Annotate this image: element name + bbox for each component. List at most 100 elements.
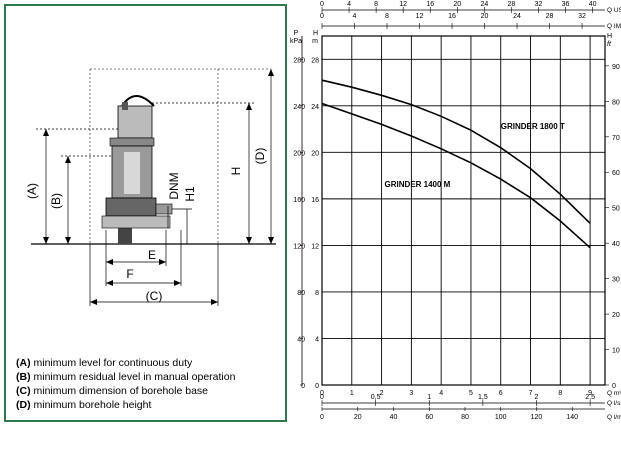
x-impgpm-tick-label: 12 (416, 13, 424, 20)
x-m3h-tick-label: 6 (499, 390, 503, 397)
y-ft-tick-label: 10 (612, 348, 620, 355)
x-usgpm-tick-label: 28 (508, 1, 516, 8)
legend-item-c: (C) minimum dimension of borehole base (16, 385, 209, 397)
y-kpa-tick-label: 0 (301, 383, 305, 390)
y-m-tick-label: 8 (315, 290, 319, 297)
plot-frame (321, 35, 606, 386)
x-ls-tick-label: 0 (320, 394, 324, 401)
dim-f-label: F (126, 267, 133, 281)
dim-c-label: (C) (146, 289, 163, 303)
y-ft-tick-label: 60 (612, 170, 620, 177)
chart-axes (301, 9, 606, 410)
x-usgpm-tick-label: 4 (347, 1, 351, 8)
y-kpa-unit: kPa (290, 38, 302, 45)
x-impgpm-tick-label: 16 (448, 13, 456, 20)
x-m3h-tick-label: 4 (439, 390, 443, 397)
x-impgpm-tick-label: 20 (481, 13, 489, 20)
y-ft-unit: ft (607, 41, 612, 48)
y-m-tick-label: 20 (311, 150, 319, 157)
x-lmin-unit: Q l/min (607, 414, 621, 421)
curve-0 (321, 79, 591, 224)
x-m3h-tick-label: 8 (558, 390, 562, 397)
x-usgpm-tick-label: 20 (453, 1, 461, 8)
x-lmin-tick-label: 120 (531, 414, 543, 421)
dim-d-label: (D) (253, 148, 267, 165)
x-m3h-tick-label: 1 (350, 390, 354, 397)
x-lmin-tick-label: 60 (425, 414, 433, 421)
y-ft-tick-label: 40 (612, 241, 620, 248)
curve-1 (321, 102, 591, 249)
y-kpa-tick-label: 280 (293, 57, 305, 64)
y-ft-tick-label: 90 (612, 64, 620, 71)
x-m3h-tick-label: 2 (380, 390, 384, 397)
chart-grid (321, 36, 605, 386)
x-usgpm-tick-label: 12 (399, 1, 407, 8)
x-usgpm-tick-label: 8 (374, 1, 378, 8)
y-m-tick-label: 0 (315, 383, 319, 390)
x-usgpm-tick-label: 32 (535, 1, 543, 8)
y-ft-tick-label: 80 (612, 99, 620, 106)
y-ft-symbol: H (607, 33, 612, 40)
x-impgpm-tick-label: 0 (320, 13, 324, 20)
x-lmin-tick-label: 0 (320, 414, 324, 421)
y-kpa-tick-label: 240 (293, 104, 305, 111)
x-m3h-tick-label: 3 (409, 390, 413, 397)
y-ft-tick-label: 50 (612, 206, 620, 213)
x-lmin-tick-label: 140 (566, 414, 578, 421)
y-kpa-tick-label: 200 (293, 150, 305, 157)
y-m-tick-label: 4 (315, 336, 319, 343)
x-usgpm-unit: Q US gpm (607, 7, 621, 14)
x-m3h-unit: Q m³/h (607, 390, 621, 397)
y-ft-tick-label: 70 (612, 135, 620, 142)
x-usgpm-tick-label: 16 (426, 1, 434, 8)
dim-e-label: E (148, 248, 156, 262)
dim-a-label: (A) (25, 183, 39, 199)
x-ls-unit: Q l/s (607, 400, 621, 407)
x-ls-tick-label: 2 (535, 394, 539, 401)
y-m-tick-label: 12 (311, 243, 319, 250)
x-usgpm-tick-label: 40 (589, 1, 597, 8)
x-lmin-tick-label: 100 (495, 414, 507, 421)
dim-b-label: (B) (49, 193, 63, 209)
x-impgpm-tick-label: 32 (578, 13, 586, 20)
x-ls-tick-label: 1 (427, 394, 431, 401)
x-m3h-tick-label: 9 (588, 390, 592, 397)
x-lmin-tick-label: 20 (354, 414, 362, 421)
x-ls-tick-label: 1,5 (478, 394, 488, 401)
legend-item-a: (A) minimum level for continuous duty (16, 357, 193, 369)
curve-label-1: GRINDER 1400 M (385, 180, 451, 189)
chart-curves (321, 79, 591, 249)
x-m3h-tick-label: 5 (469, 390, 473, 397)
pump-body (101, 95, 173, 244)
x-usgpm-tick-label: 0 (320, 1, 324, 8)
x-impgpm-tick-label: 8 (385, 13, 389, 20)
y-kpa-tick-label: 160 (293, 197, 305, 204)
dim-h-label: H (229, 167, 243, 176)
y-kpa-tick-label: 40 (297, 336, 305, 343)
x-m3h-tick-label: 0 (320, 390, 324, 397)
dim-dnm-label: DNM (167, 172, 181, 199)
chart-ticks: 0044088012120161602020024240282800102030… (293, 1, 620, 421)
legend-item-d: (D) minimum borehole height (16, 399, 152, 411)
x-lmin-tick-label: 80 (461, 414, 469, 421)
y-m-tick-label: 16 (311, 197, 319, 204)
x-ls-tick-label: 2,5 (585, 394, 595, 401)
y-ft-tick-label: 0 (612, 383, 616, 390)
pump-dimension-drawing: (A) (B) H (D) H1 DNM E F (C) (25, 68, 276, 306)
dim-h1-label: H1 (183, 186, 197, 202)
y-ft-tick-label: 30 (612, 277, 620, 284)
x-m3h-tick-label: 7 (529, 390, 533, 397)
dimension-legend: (A) minimum level for continuous duty (B… (16, 356, 235, 412)
y-kpa-tick-label: 120 (293, 243, 305, 250)
y-m-unit: m (312, 38, 318, 45)
y-m-tick-label: 28 (311, 57, 319, 64)
performance-chart: 0044088012120161602020024240282800102030… (290, 1, 621, 421)
x-impgpm-unit: Q IMP gpm (607, 23, 621, 30)
x-lmin-tick-label: 40 (390, 414, 398, 421)
y-ft-tick-label: 20 (612, 312, 620, 319)
x-impgpm-tick-label: 4 (353, 13, 357, 20)
legend-item-b: (B) minimum residual level in manual ope… (16, 371, 236, 383)
x-impgpm-tick-label: 28 (546, 13, 554, 20)
dimension-drawing-panel: (A) (B) H (D) H1 DNM E F (C) (A) minimum… (4, 4, 287, 422)
